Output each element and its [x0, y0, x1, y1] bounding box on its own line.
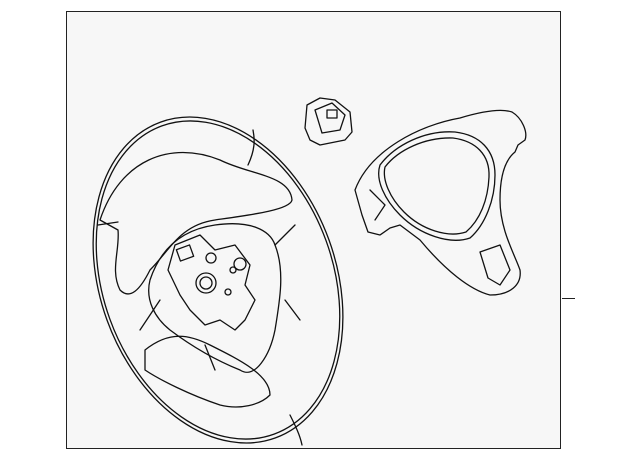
hub-pocket: [175, 244, 195, 262]
callout-leader-line: [562, 298, 575, 299]
wheel-upper-grip: [99, 152, 293, 295]
wheel-hub-inner-bore: [199, 276, 213, 290]
trim-cover: [354, 109, 527, 296]
wheel-rim-edge: [95, 120, 341, 440]
hub-hole: [205, 252, 217, 264]
trim-cover-inner-edge: [383, 137, 490, 235]
wheel-hub-plate: [167, 234, 256, 331]
trim-left-pocket: [369, 189, 386, 221]
wheel-outer-rim: [92, 116, 344, 444]
switch-button: [326, 109, 338, 119]
trim-lower-switch-pocket: [479, 244, 511, 286]
wheel-spoke-frame: [148, 223, 282, 373]
wheel-hub-bore: [195, 272, 217, 294]
hub-hole: [233, 257, 247, 271]
switch-face: [314, 102, 346, 134]
hub-bolt: [224, 288, 232, 296]
switch-housing: [304, 97, 353, 146]
steering-wheel: [92, 116, 344, 446]
trim-cover-outline: [354, 109, 527, 296]
wheel-seam: [97, 221, 119, 226]
trim-cover-opening: [378, 131, 496, 241]
hub-hole: [229, 266, 237, 274]
wheel-seam: [247, 129, 255, 166]
spoke-edge: [139, 224, 301, 371]
diagram-frame: [66, 11, 561, 449]
wheel-lower-grip: [144, 335, 271, 408]
wheel-seam: [289, 414, 303, 446]
control-switch: [304, 97, 353, 146]
